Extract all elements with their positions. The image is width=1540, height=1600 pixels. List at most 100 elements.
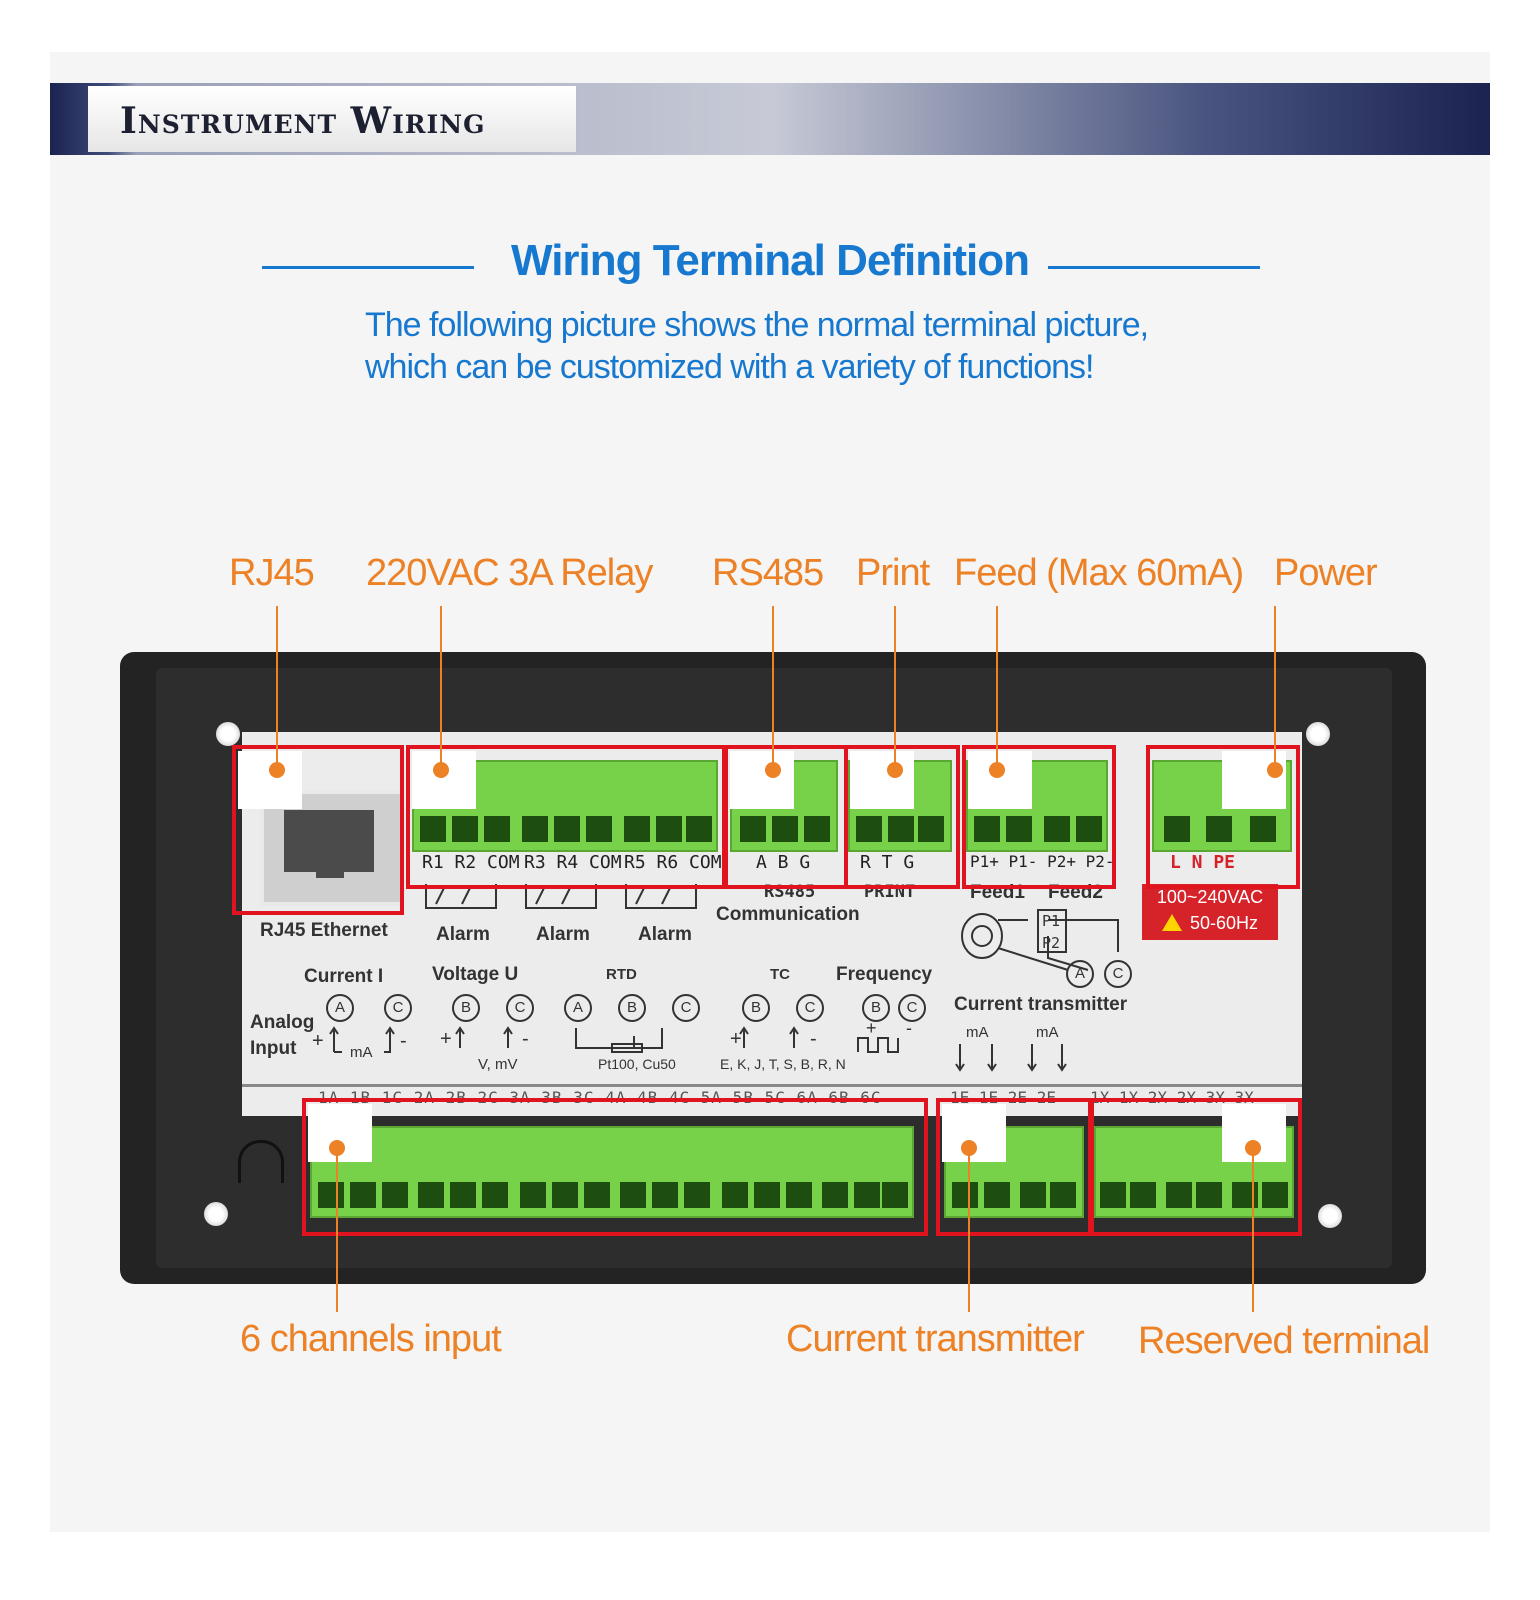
- print-pins: R T G: [860, 852, 915, 873]
- minus-symbol: -: [810, 1028, 817, 1050]
- terminal-pin: [952, 1182, 978, 1208]
- feed-highlight: [962, 745, 1116, 889]
- voltage-u-label: Voltage U: [432, 964, 519, 985]
- terminal-pin: [1100, 1182, 1126, 1208]
- callout-transmitter: Current transmitter: [786, 1318, 1085, 1360]
- warning-icon: [1161, 914, 1182, 931]
- marker-dot: [269, 762, 285, 778]
- minus-symbol: -: [906, 1018, 912, 1038]
- terminal-pin: [624, 816, 650, 842]
- terminal-pin: [918, 816, 944, 842]
- marker-square: [850, 751, 914, 809]
- terminal-pin: [882, 1182, 908, 1208]
- leader-rj45: [276, 606, 278, 770]
- terminal-b-icon: B: [618, 994, 646, 1022]
- callout-rs485: RS485: [712, 552, 824, 594]
- terminal-pin: [1206, 816, 1232, 842]
- plus-symbol: +: [866, 1018, 877, 1038]
- terminal-b-icon: B: [452, 994, 480, 1022]
- terminal-pin: [1250, 816, 1276, 842]
- p2-label: P2: [1042, 934, 1061, 952]
- terminal-pin: [418, 1182, 444, 1208]
- leader-feed: [996, 606, 998, 770]
- terminal-pin: [420, 816, 446, 842]
- terminal-pin: [1262, 1182, 1288, 1208]
- leader-power: [1274, 606, 1276, 770]
- terminal-c-icon: C: [506, 994, 534, 1022]
- terminal-pin: [1196, 1182, 1222, 1208]
- terminal-pin: [452, 816, 478, 842]
- terminal-pin: [318, 1182, 344, 1208]
- leader-rs485: [772, 606, 774, 770]
- minus-symbol: -: [522, 1028, 529, 1050]
- callout-reserved: Reserved terminal: [1138, 1320, 1430, 1362]
- callout-power: Power: [1274, 552, 1378, 594]
- terminal-pin: [522, 816, 548, 842]
- transmitter-pin-labels: 1E 1E 2E 2E: [950, 1088, 1056, 1107]
- terminal-pin: [772, 816, 798, 842]
- callout-feed: Feed (Max 60mA): [954, 552, 1244, 594]
- transmitter-arrows: [955, 1044, 1067, 1072]
- current-i-label: Current I: [304, 966, 384, 987]
- terminal-pin: [684, 1182, 710, 1208]
- terminal-pin: [686, 816, 712, 842]
- terminal-c-icon: C: [898, 994, 926, 1022]
- screw-top-left: [216, 722, 240, 746]
- terminal-pin: [1130, 1182, 1156, 1208]
- alarm-label-3: Alarm: [638, 924, 692, 945]
- terminal-pin: [822, 1182, 848, 1208]
- screw-bottom-left: [204, 1202, 228, 1226]
- screw-top-right: [1306, 722, 1330, 746]
- plus-symbol: +: [440, 1028, 452, 1050]
- terminal-a-icon: A: [1066, 960, 1094, 988]
- terminal-pin: [620, 1182, 646, 1208]
- callout-channels: 6 channels input: [240, 1318, 502, 1360]
- input-label: Input: [250, 1038, 297, 1059]
- terminal-b-icon: B: [742, 994, 770, 1022]
- power-frequency-line: 50-60Hz: [1142, 910, 1278, 936]
- feed-pins: P1+ P1- P2+ P2-: [970, 852, 1115, 871]
- analog-label: Analog: [250, 1012, 315, 1033]
- marker-dot: [765, 762, 781, 778]
- terminal-pin: [382, 1182, 408, 1208]
- terminal-pin: [1166, 1182, 1192, 1208]
- banner-title: Instrument Wiring: [120, 100, 486, 142]
- print-highlight: [844, 745, 960, 889]
- terminal-pin: [554, 816, 580, 842]
- label-divider: [242, 1084, 1302, 1087]
- terminal-c-icon: C: [384, 994, 412, 1022]
- title-rule-right: [1048, 266, 1260, 269]
- pt100-label: Pt100, Cu50: [598, 1056, 676, 1072]
- leader-print: [894, 606, 896, 770]
- marker-dot: [961, 1140, 977, 1156]
- terminal-pin: [740, 816, 766, 842]
- frequency-label: Frequency: [836, 964, 933, 985]
- callout-rj45: RJ45: [229, 552, 315, 594]
- power-pins: L N PE: [1170, 852, 1236, 873]
- plus-symbol: +: [730, 1028, 742, 1050]
- terminal-pin: [974, 816, 1000, 842]
- marker-square: [730, 751, 794, 809]
- terminal-pin: [1164, 816, 1190, 842]
- screw-bottom-right: [1318, 1204, 1342, 1228]
- marker-square: [1222, 751, 1286, 809]
- rs485-pins: A B G: [756, 852, 811, 873]
- banner-tab: [88, 86, 576, 152]
- ma-label-3: mA: [1036, 1024, 1059, 1041]
- terminal-pin: [1076, 816, 1102, 842]
- terminal-c-icon: C: [796, 994, 824, 1022]
- terminal-pin: [786, 1182, 812, 1208]
- terminal-pin: [804, 816, 830, 842]
- alarm-label-1: Alarm: [436, 924, 490, 945]
- marker-square: [968, 751, 1032, 809]
- leader-transmitter: [968, 1148, 970, 1312]
- power-spec-box: 100~240VAC 50-60Hz: [1142, 884, 1278, 940]
- marker-dot: [887, 762, 903, 778]
- subtitle-line-1: The following picture shows the normal t…: [365, 306, 1149, 344]
- terminal-c-icon: C: [1104, 960, 1132, 988]
- tc-label: TC: [770, 966, 790, 983]
- terminal-a-icon: A: [564, 994, 592, 1022]
- rj45-highlight: [232, 745, 404, 915]
- power-frequency: 50-60Hz: [1189, 913, 1259, 933]
- reserved-highlight: [1090, 1098, 1302, 1236]
